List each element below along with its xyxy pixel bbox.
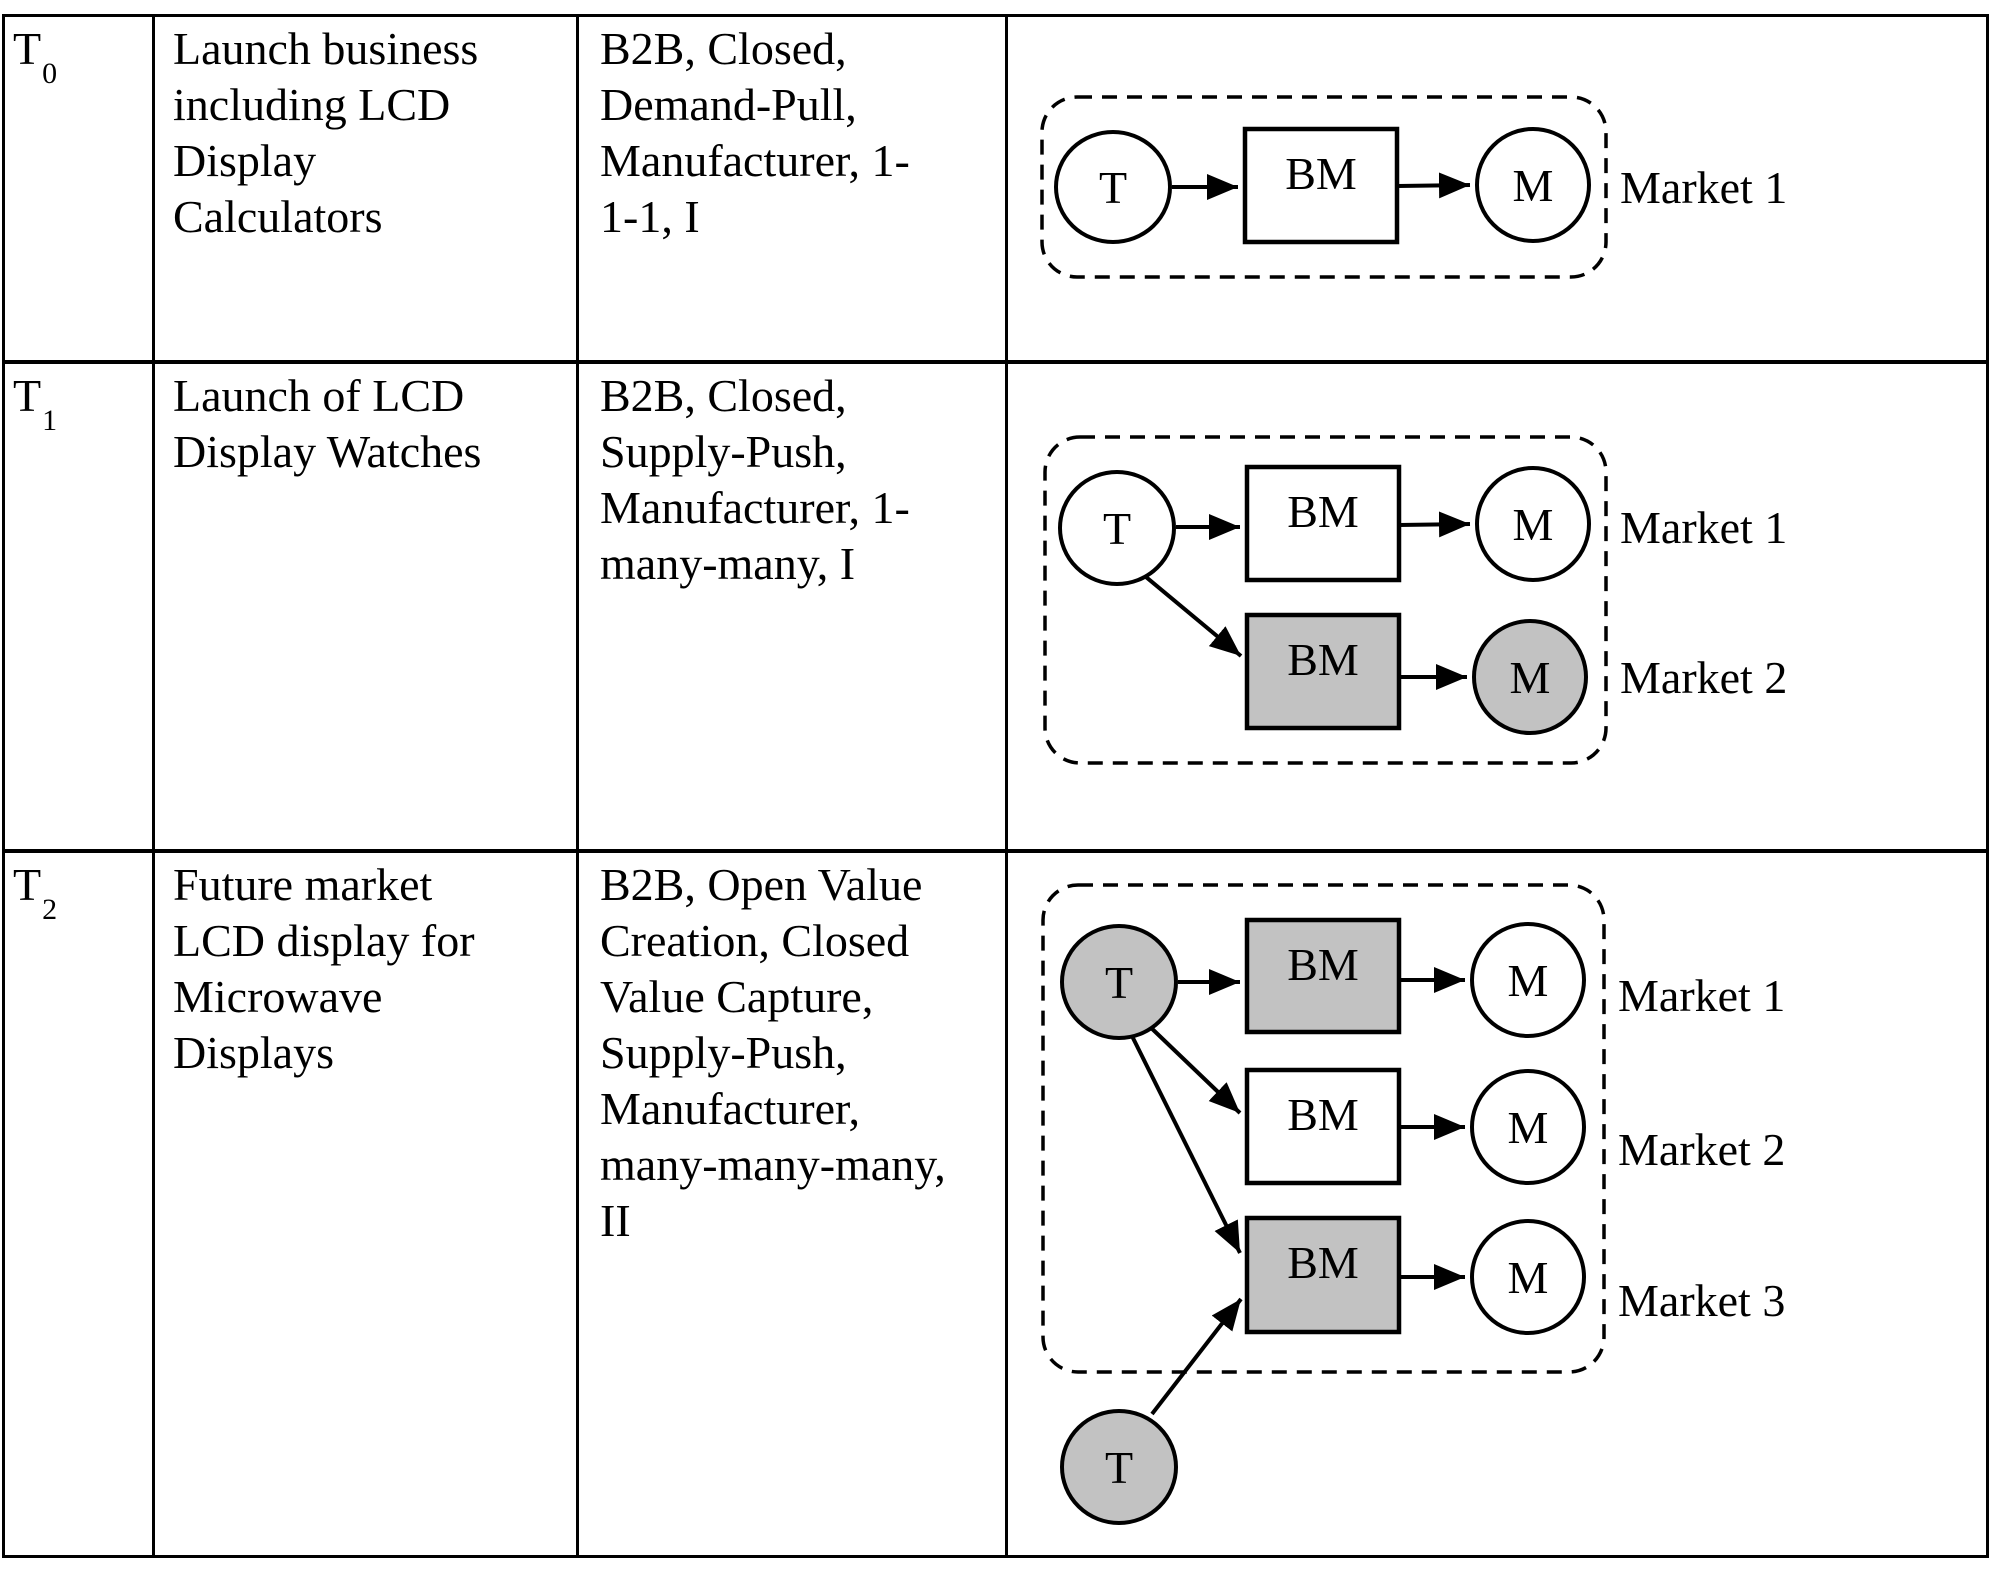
time-label: T: [13, 859, 42, 910]
description-cell-t0: Launch business including LCD Display Ca…: [155, 17, 579, 364]
time-cell-t1: T1: [5, 364, 155, 853]
diagram-cell-t1: [1008, 364, 1986, 853]
attributes-cell-t1: B2B, Closed, Supply-Push, Manufacturer, …: [579, 364, 1008, 853]
time-label: T: [13, 370, 42, 421]
time-subscript: 0: [42, 57, 58, 91]
time-cell-t2: T2: [5, 853, 155, 1555]
attributes-cell-t2: B2B, Open Value Creation, Closed Value C…: [579, 853, 1008, 1555]
time-label: T: [13, 23, 42, 74]
diagram-cell-t2: [1008, 853, 1986, 1555]
business-model-evolution-table: T0 Launch business including LCD Display…: [2, 14, 1989, 1558]
diagram-cell-t0: [1008, 17, 1986, 364]
time-cell-t0: T0: [5, 17, 155, 364]
time-subscript: 2: [42, 893, 58, 927]
description-cell-t2: Future market LCD display for Microwave …: [155, 853, 579, 1555]
description-cell-t1: Launch of LCD Display Watches: [155, 364, 579, 853]
attributes-cell-t0: B2B, Closed, Demand-Pull, Manufacturer, …: [579, 17, 1008, 364]
time-subscript: 1: [42, 404, 58, 438]
